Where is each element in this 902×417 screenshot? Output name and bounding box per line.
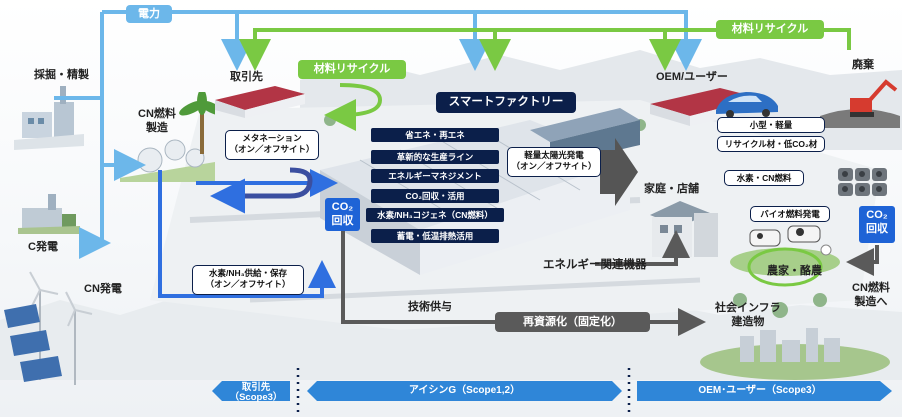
factory-item-hydrogen-cogen: 水素/NH₃コジェネ（CN燃料） xyxy=(366,208,504,222)
box-oem-small-light: 小型・軽量 xyxy=(717,117,825,133)
co2-capture-badge-factory: CO₂ 回収 xyxy=(325,198,360,231)
label-home-store: 家庭・店舗 xyxy=(644,183,699,195)
label-c-power: C発電 xyxy=(28,241,58,253)
label-cn-fuel-manufacturing-line1: CN燃料 xyxy=(138,108,176,120)
tag-power: 電力 xyxy=(126,5,172,23)
co2-capture-badge-oem-line2: 回収 xyxy=(866,222,888,235)
label-social-infra-line1: 社会インフラ xyxy=(715,302,781,314)
factory-item-storage-heat: 蓄電・低温排熱活用 xyxy=(371,229,499,243)
label-supplier: 取引先 xyxy=(230,71,263,83)
label-social-infra-line2: 建造物 xyxy=(731,315,765,328)
box-methanation: メタネーション （オン／オフサイト） xyxy=(225,130,319,160)
tag-material-recycle-mid: 材料リサイクル xyxy=(298,60,406,79)
coal-power-plant-illustration xyxy=(18,194,80,234)
disposal-excavator-illustration xyxy=(820,79,900,128)
label-to-cn-fuel-line1: CN燃料 xyxy=(852,282,890,294)
box-oem-hydrogen-fuel: 水素・CN燃料 xyxy=(724,170,804,186)
co2-capture-badge-oem-line1: CO₂ xyxy=(866,209,888,221)
label-cn-power: CN発電 xyxy=(84,283,122,295)
scope-supplier: 取引先（Scope3） xyxy=(229,382,283,403)
box-oem-recycled-material: リサイクル材・低CO₂材 xyxy=(717,136,825,152)
label-agriculture-part1: 農家・ xyxy=(767,265,800,277)
box-bio-fuel-power: バイオ燃料発電 xyxy=(750,206,830,222)
scope-aisin: アイシンG（Scope1,2） xyxy=(408,385,521,396)
label-energy-equipment: エネルギー関連機器 xyxy=(543,259,647,271)
factory-item-production-line: 革新的な生産ライン xyxy=(371,150,499,164)
box-hydrogen-supply-line2: （オン／オフサイト） xyxy=(205,279,291,290)
box-hydrogen-supply: 水素/NH₃供給・保存 （オン／オフサイト） xyxy=(192,265,304,295)
label-cn-fuel-manufacturing-line2: 製造 xyxy=(145,121,168,134)
factory-item-energy-management: エネルギーマネジメント xyxy=(371,169,499,183)
label-tech-provision: 技術供与 xyxy=(408,301,452,313)
supplier-warehouse-illustration xyxy=(215,86,305,118)
label-mining: 採掘・精製 xyxy=(34,69,89,81)
factory-item-energy-saving: 省エネ・再エネ xyxy=(371,128,499,142)
social-infrastructure-city-illustration xyxy=(700,328,890,380)
box-methanation-line1: メタネーション xyxy=(242,133,302,143)
box-hydrogen-supply-line1: 水素/NH₃供給・保存 xyxy=(208,268,288,278)
label-to-cn-fuel-line2: 製造へ xyxy=(854,295,888,308)
mining-refinery-illustration xyxy=(14,86,84,150)
wind-solar-illustration xyxy=(4,271,93,385)
scope-band-arrows xyxy=(212,381,892,401)
label-disposal: 廃棄 xyxy=(852,59,874,71)
co2-filter-unit-illustration xyxy=(838,168,887,196)
label-social-infra: 社会インフラ 建造物 xyxy=(715,302,781,330)
label-cn-fuel-manufacturing: CN燃料 製造 xyxy=(138,108,176,136)
box-lightweight-solar-line1: 軽量太陽光発電 xyxy=(524,150,584,160)
box-methanation-line2: （オン／オフサイト） xyxy=(229,144,315,155)
co2-capture-badge-factory-line2: 回収 xyxy=(331,214,354,227)
label-agriculture: 農家・酪農 xyxy=(767,262,822,278)
label-agriculture-part2: 酪農 xyxy=(800,265,822,277)
tag-recycle-fixation: 再資源化（固定化） xyxy=(495,312,650,332)
co2-capture-badge-oem: CO₂ 回収 xyxy=(859,206,895,243)
scope-oem: OEM･ユーザー（Scope3） xyxy=(698,385,822,396)
label-oem-user: OEM/ユーザー xyxy=(656,71,728,83)
electric-car-illustration xyxy=(716,92,778,118)
co2-capture-badge-factory-line1: CO₂ xyxy=(331,201,354,213)
tag-smart-factory: スマートファクトリー xyxy=(436,92,576,113)
label-to-cn-fuel: CN燃料 製造へ xyxy=(852,282,890,310)
tag-material-recycle-top: 材料リサイクル xyxy=(716,20,824,39)
box-lightweight-solar: 軽量太陽光発電 （オン／オフサイト） xyxy=(507,147,601,177)
factory-item-co2-capture: CO₂回収・活用 xyxy=(371,189,499,203)
box-lightweight-solar-line2: （オン／オフサイト） xyxy=(511,161,597,172)
